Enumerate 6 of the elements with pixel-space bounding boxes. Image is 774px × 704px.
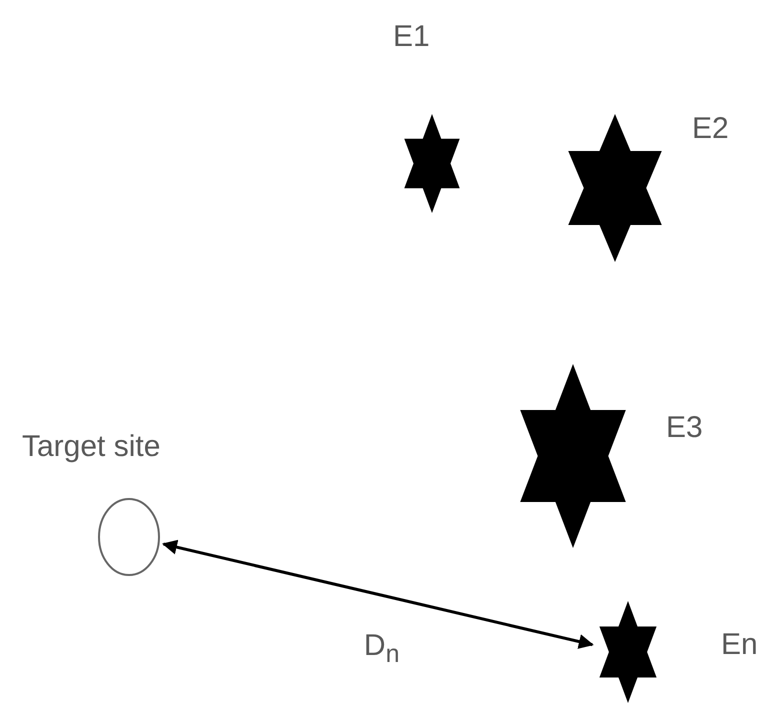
node-label: E1 xyxy=(393,20,430,54)
node-label: En xyxy=(721,628,758,662)
node-label: Target site xyxy=(22,430,160,464)
node-label: E2 xyxy=(692,112,729,146)
double-arrow xyxy=(162,540,594,649)
node-label: E3 xyxy=(666,411,703,445)
